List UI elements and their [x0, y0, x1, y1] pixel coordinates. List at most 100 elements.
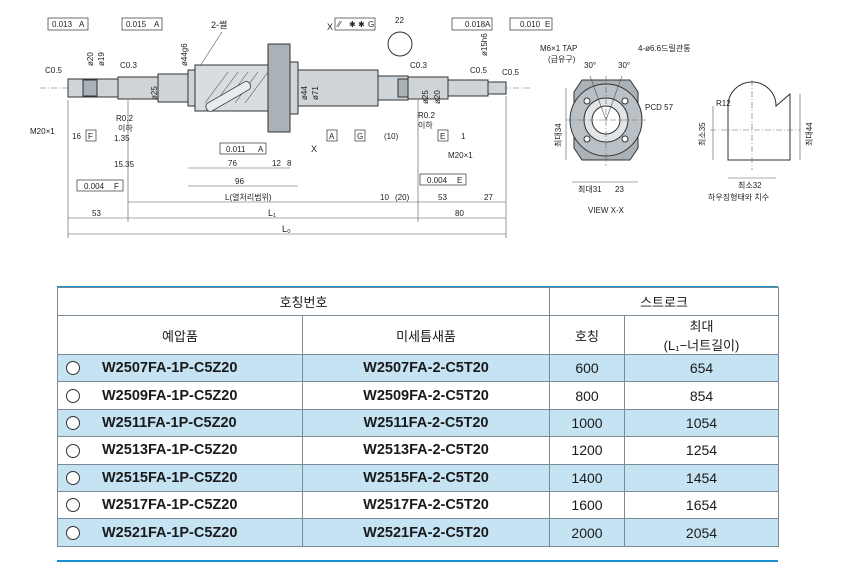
preload-part-no: W2513FA-1P-C5Z20: [102, 442, 238, 459]
dim-20: (20): [395, 193, 410, 202]
header-preload: 예압품: [57, 315, 303, 355]
cell-max: 854: [624, 381, 779, 410]
header-max: 최대 (L₁−너트길이): [624, 315, 779, 355]
holes-label: 4-ø6.6드릴관통: [638, 43, 691, 53]
radio-button[interactable]: [66, 388, 80, 403]
cell-micro-gap: W2513FA-2-C5T20: [302, 436, 550, 465]
dim-53-left: 53: [92, 209, 101, 218]
dim-10b: 10: [380, 193, 389, 202]
dim-max44: 최대44: [804, 122, 814, 146]
dim-l-thread: L(열처리범위): [225, 192, 272, 202]
angle-label: 30°: [618, 61, 630, 70]
cell-micro-gap: W2517FA-2-C5T20: [302, 490, 550, 520]
radio-button[interactable]: [66, 525, 80, 540]
tap-label-2: (급유구): [548, 55, 576, 64]
header-stroke: 스트로크: [549, 287, 779, 316]
housing-diagram: [710, 80, 801, 179]
chamfer-label: C0.5: [470, 66, 487, 75]
dia-label: ø20: [86, 52, 95, 66]
radio-button[interactable]: [66, 470, 80, 485]
datum-a: A: [329, 132, 335, 141]
cell-max: 1454: [624, 463, 779, 492]
dim-53-right: 53: [438, 193, 447, 202]
cell-micro-gap: W2515FA-2-C5T20: [302, 463, 550, 492]
cell-max: 654: [624, 353, 779, 383]
chamfer-label: C0.3: [410, 61, 427, 70]
header-max-label: 최대: [689, 319, 714, 334]
gdt-value: 0.013: [52, 20, 73, 29]
cell-micro-gap: W2511FA-2-C5T20: [302, 408, 550, 438]
dia-label: ø71: [311, 86, 320, 100]
dia-label: ø25: [421, 90, 430, 104]
radio-button[interactable]: [66, 443, 80, 458]
gdt-datum: F: [114, 182, 119, 191]
datum-f: F: [88, 132, 93, 141]
radio-button[interactable]: [66, 361, 80, 376]
dim-22: 22: [395, 16, 404, 25]
gdt-value: 0.018: [465, 20, 486, 29]
gdt-datum: G: [368, 20, 374, 29]
preload-part-no: W2507FA-1P-C5Z20: [102, 360, 238, 377]
dim-max34: 최대34: [553, 123, 563, 147]
dia-label: ø44g6: [180, 43, 189, 66]
cell-nominal: 1000: [549, 408, 625, 438]
header-max-sub: (L₁−너트길이): [663, 338, 740, 353]
cell-preload: W2515FA-1P-C5Z20: [57, 463, 303, 492]
dim-15-35: 15.35: [114, 160, 135, 169]
radius-r12: R12: [716, 99, 731, 108]
cell-nominal: 1200: [549, 436, 625, 465]
cell-preload: W2521FA-1P-C5Z20: [57, 518, 303, 547]
gdt-symbol: ✱: [349, 20, 356, 29]
gdt-frame-parallel: [334, 17, 376, 31]
section-mark: X: [327, 22, 333, 32]
dim-min35: 최소35: [697, 122, 707, 146]
housing-title: 하우징형태와 치수: [708, 192, 769, 202]
dim-76: 76: [228, 159, 237, 168]
radius-label: R0.2: [116, 114, 133, 123]
gdt-symbol: ⁄⁄: [336, 20, 342, 29]
preload-part-no: W2515FA-1P-C5Z20: [102, 469, 238, 486]
datum-g: G: [357, 132, 363, 141]
chamfer-label: C0.5: [502, 68, 519, 77]
radio-button[interactable]: [66, 416, 80, 431]
radius-label: R0.2: [418, 111, 435, 120]
chamfer-label: C0.3: [120, 61, 137, 70]
cell-preload: W2517FA-1P-C5Z20: [57, 490, 303, 520]
header-nominal: 호칭: [549, 315, 625, 355]
pcd-label: PCD 57: [645, 103, 674, 112]
spec-table: 호칭번호 스트로크 호칭 최대 (L₁−너트길이) 예압품 미세틈새품 W250…: [57, 287, 779, 547]
angle-label: 30°: [584, 61, 596, 70]
dim-27: 27: [484, 193, 493, 202]
cell-micro-gap: W2509FA-2-C5T20: [302, 381, 550, 410]
dim-12: 12: [272, 159, 281, 168]
nut-callout: 2-썰: [211, 20, 227, 30]
dim-max31: 최대31: [578, 184, 602, 194]
cell-preload: W2507FA-1P-C5Z20: [57, 353, 303, 383]
gdt-datum: A: [154, 20, 160, 29]
cell-nominal: 2000: [549, 518, 625, 547]
cell-preload: W2509FA-1P-C5Z20: [57, 381, 303, 410]
dim-23: 23: [615, 185, 624, 194]
dim-1-35: 1.35: [114, 134, 130, 143]
header-part-no: 호칭번호: [57, 287, 550, 316]
header-micro-gap: 미세틈새품: [302, 315, 550, 355]
dim-l0: L₀: [282, 224, 291, 234]
dim-80: 80: [455, 209, 464, 218]
dia-label: ø20: [433, 90, 442, 104]
dia-label: ø19: [97, 52, 106, 66]
cell-max: 1654: [624, 490, 779, 520]
dim-8: 8: [287, 159, 292, 168]
gdt-value: 0.010: [520, 20, 541, 29]
radio-button[interactable]: [66, 498, 80, 513]
cell-max: 1254: [624, 436, 779, 465]
view-x-x: [565, 75, 646, 183]
gdt-datum: A: [485, 20, 491, 29]
cell-max: 1054: [624, 408, 779, 438]
gdt-value: 0.004: [427, 176, 448, 185]
